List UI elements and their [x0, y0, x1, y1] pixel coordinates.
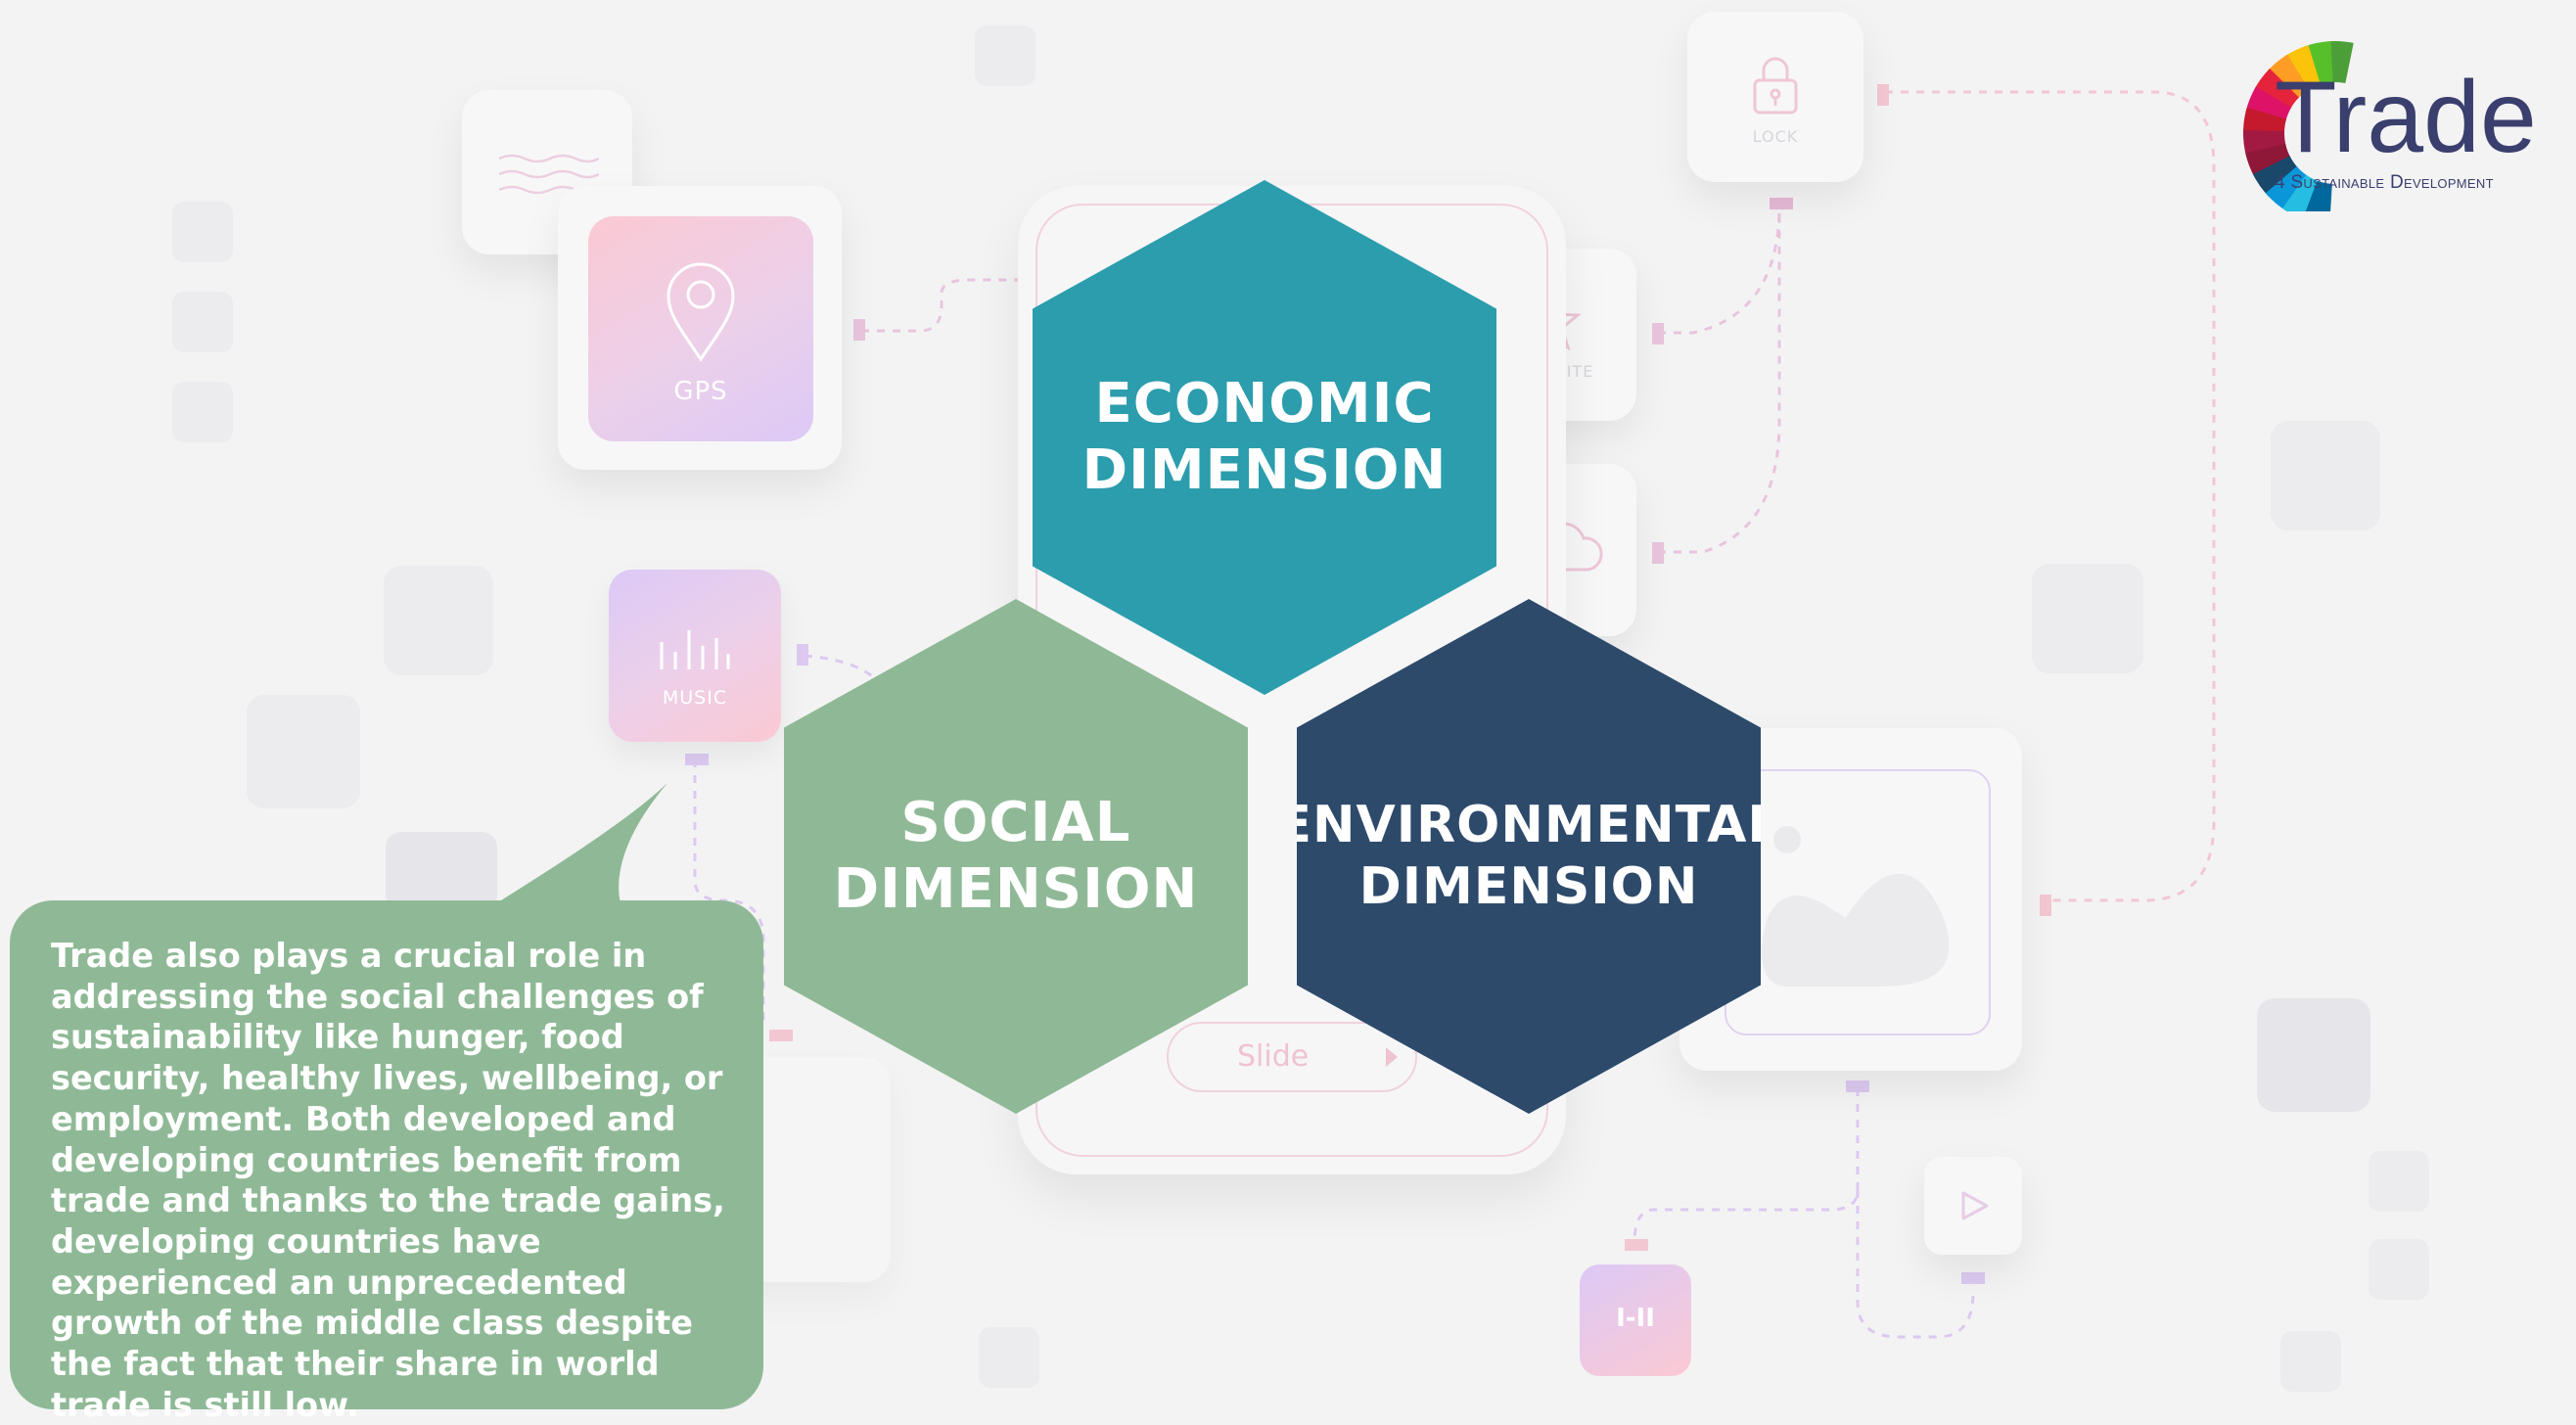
- sdg-wheel-segment: [2303, 41, 2333, 86]
- gps-tile: GPS: [588, 216, 813, 441]
- sdg-wheel-segment: [2252, 156, 2299, 198]
- counter-tile: I-II: [1580, 1264, 1691, 1376]
- sdg-wheel-icon: [2243, 41, 2354, 211]
- lock-tile: LOCK: [1687, 12, 1863, 182]
- sdg-wheel-segment: [2243, 129, 2286, 158]
- play-icon: [1961, 1191, 1989, 1220]
- sdg-wheel-segment: [2265, 165, 2309, 211]
- sdg-wheel-segment: [2243, 107, 2287, 135]
- sdg-wheel-segment: [2266, 54, 2310, 100]
- brand-tagline: 4 Sustainable Development: [2275, 172, 2494, 193]
- music-bars-icon: [660, 630, 730, 669]
- image-icon: [1762, 826, 1950, 987]
- sdg-wheel-segment: [2305, 180, 2332, 211]
- brand-logo: Trade 4 Sustainable Development: [2188, 25, 2560, 211]
- social-dimension-title: SOCIAL DIMENSION: [833, 790, 1199, 921]
- slide-label: Slide: [1237, 1039, 1310, 1074]
- play-tile: [1924, 1157, 2022, 1255]
- social-callout: Trade also plays a crucial role in addre…: [10, 900, 763, 1424]
- sdg-wheel-segment: [2325, 41, 2354, 84]
- lock-label: LOCK: [1752, 127, 1799, 146]
- economic-dimension-title: ECONOMIC DIMENSION: [1081, 371, 1448, 502]
- brand-name: Trade: [2275, 61, 2537, 174]
- location-pin-icon: [667, 262, 735, 362]
- lock-icon: [1753, 57, 1798, 115]
- gps-label: GPS: [673, 377, 728, 406]
- sdg-wheel-segment: [2245, 144, 2291, 179]
- social-callout-text: Trade also plays a crucial role in addre…: [51, 937, 725, 1424]
- sdg-wheel-segment: [2253, 69, 2299, 111]
- music-tile: MUSIC: [609, 570, 781, 742]
- slide-button: Slide: [1167, 1022, 1417, 1092]
- slide-arrow-icon: [1386, 1047, 1398, 1067]
- environmental-dimension-title: ENVIRONMENTAL DIMENSION: [1276, 795, 1781, 916]
- sdg-wheel-segment: [2283, 45, 2321, 91]
- music-label: MUSIC: [662, 687, 728, 709]
- counter-label: I-II: [1616, 1304, 1655, 1333]
